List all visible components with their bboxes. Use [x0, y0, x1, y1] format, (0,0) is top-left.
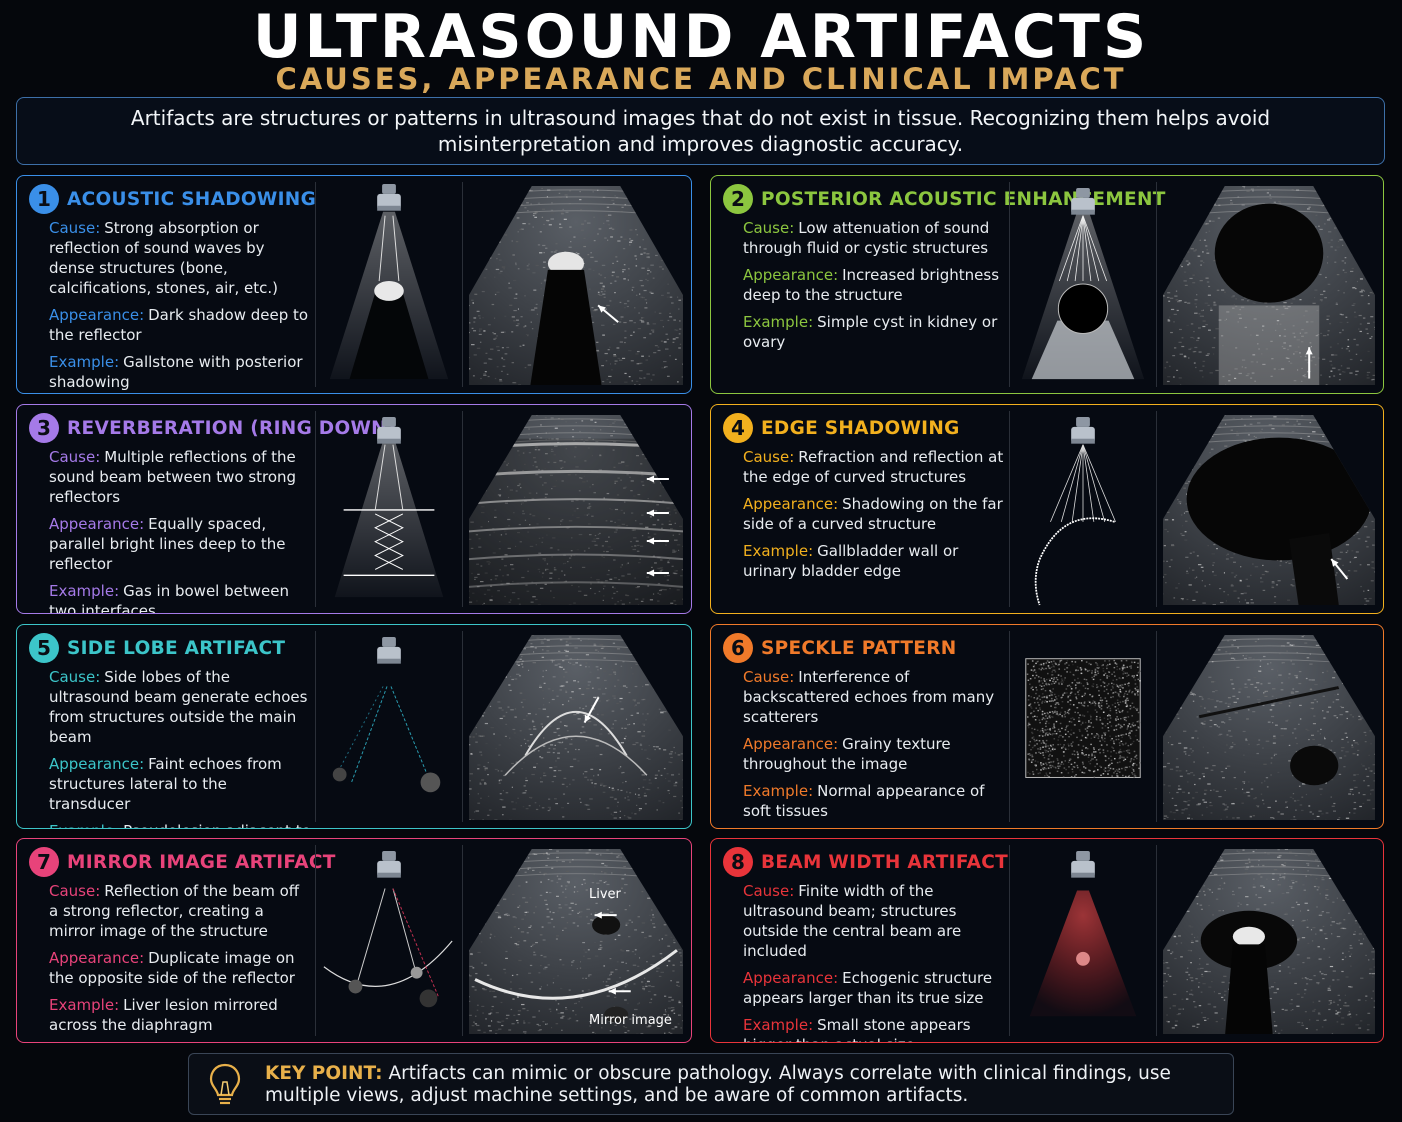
key-point-label: KEY POINT: [265, 1063, 383, 1084]
transducer-icon [377, 636, 401, 664]
beam-diagram [1009, 631, 1157, 822]
beam-diagram [315, 182, 463, 387]
cause-text: Cause:Refraction and reflection at the e… [743, 448, 1004, 486]
card-number-badge: 4 [723, 413, 753, 443]
ultrasound-scan-image [1159, 843, 1379, 1038]
arrow-icon [597, 304, 619, 323]
appearance-text: Appearance:Equally spaced, parallel brig… [49, 515, 286, 573]
page-subtitle: CAUSES, APPEARANCE AND CLINICAL IMPACT [275, 62, 1127, 96]
card-side-lobe: 5 SIDE LOBE ARTIFACT Cause:Side lobes of… [16, 624, 692, 829]
card-number-badge: 2 [723, 184, 753, 214]
card-title: BEAM WIDTH ARTIFACT [761, 851, 1009, 873]
card-title: SIDE LOBE ARTIFACT [67, 637, 286, 659]
beam-diagram [315, 631, 463, 822]
example-text: Example:Pseudolesion adjacent to the liv… [49, 821, 311, 828]
ultrasound-scan-image [1159, 409, 1379, 609]
ultrasound-scan-image [1159, 180, 1379, 389]
card-edge-shadowing: 4 EDGE SHADOWING Cause:Refraction and re… [710, 404, 1384, 614]
card-beam-width: 8 BEAM WIDTH ARTIFACT Cause:Finite width… [710, 838, 1384, 1043]
key-point-box: KEY POINT:Artifacts can mimic or obscure… [188, 1053, 1234, 1115]
arrow-icon [1305, 347, 1313, 379]
example-text: Example:Liver lesion mirrored across the… [49, 996, 278, 1034]
card-title: REVERBERATION (RING DOWN) [67, 417, 396, 439]
arrow-icon [646, 537, 669, 545]
transducer-icon [1071, 850, 1095, 878]
arrow-icon [1330, 558, 1349, 580]
card-speckle-pattern: 6 SPECKLE PATTERN Cause:Interference of … [710, 624, 1384, 829]
key-point-text: Artifacts can mimic or obscure pathology… [265, 1063, 1171, 1106]
arrow-icon [646, 509, 669, 517]
example-text: Example:Simple cyst in kidney or ovary [743, 313, 998, 351]
card-number-badge: 7 [29, 847, 59, 877]
appearance-text: Appearance:Echogenic structure appears l… [743, 969, 993, 1007]
arrow-icon [594, 911, 617, 919]
beam-diagram [315, 411, 463, 607]
appearance-text: Appearance:Increased brightness deep to … [743, 266, 1000, 304]
card-number-badge: 3 [29, 413, 59, 443]
cause-text: Cause:Multiple reflections of the sound … [49, 448, 297, 506]
cause-text: Cause:Side lobes of the ultrasound beam … [49, 668, 308, 746]
transducer-icon [377, 416, 401, 444]
card-title: ACOUSTIC SHADOWING [67, 188, 317, 210]
ultrasound-scan-image [1159, 629, 1379, 824]
beam-diagram [1009, 411, 1157, 607]
arrow-icon [646, 475, 669, 483]
appearance-text: Appearance:Dark shadow deep to the refle… [49, 306, 309, 344]
beam-diagram [1009, 182, 1157, 387]
beam-diagram [1009, 845, 1157, 1036]
appearance-text: Appearance:Grainy texture throughout the… [743, 735, 951, 773]
arrow-icon [608, 987, 631, 995]
card-number-badge: 8 [723, 847, 753, 877]
transducer-icon [377, 183, 401, 211]
card-title: EDGE SHADOWING [761, 417, 960, 439]
ultrasound-scan-image: Liver Mirror image [465, 843, 687, 1038]
card-number-badge: 5 [29, 633, 59, 663]
card-title: MIRROR IMAGE ARTIFACT [67, 851, 336, 873]
card-title: SPECKLE PATTERN [761, 637, 957, 659]
appearance-text: Appearance:Shadowing on the far side of … [743, 495, 1003, 533]
cause-text: Cause:Reflection of the beam off a stron… [49, 882, 300, 940]
appearance-text: Appearance:Faint echoes from structures … [49, 755, 282, 813]
card-number-badge: 6 [723, 633, 753, 663]
cause-text: Cause:Finite width of the ultrasound bea… [743, 882, 962, 960]
intro-box: Artifacts are structures or patterns in … [16, 97, 1385, 165]
card-title: POSTERIOR ACOUSTIC ENHANCEMENT [761, 188, 1166, 210]
example-text: Example:Normal appearance of soft tissue… [743, 782, 985, 820]
appearance-text: Appearance:Duplicate image on the opposi… [49, 949, 295, 987]
transducer-icon [1071, 416, 1095, 444]
scan-label-mirror: Mirror image [589, 1013, 672, 1028]
cause-text: Cause:Low attenuation of sound through f… [743, 219, 990, 257]
cause-text: Cause:Interference of backscattered echo… [743, 668, 995, 726]
example-text: Example:Gallbladder wall or urinary blad… [743, 542, 959, 580]
transducer-icon [377, 850, 401, 878]
card-number-badge: 1 [29, 184, 59, 214]
scan-label-liver: Liver [589, 887, 621, 902]
page-title: ULTRASOUND ARTIFACTS [252, 2, 1150, 72]
arrow-icon [583, 696, 600, 724]
example-text: Example:Gallstone with posterior shadowi… [49, 353, 303, 391]
ultrasound-scan-image [465, 409, 687, 609]
card-mirror-image: 7 MIRROR IMAGE ARTIFACT Cause:Reflection… [16, 838, 692, 1043]
arrow-icon [646, 569, 669, 577]
example-text: Example:Gas in bowel between two interfa… [49, 582, 289, 614]
lightbulb-icon [209, 1063, 241, 1105]
beam-diagram [315, 845, 463, 1036]
card-reverberation: 3 REVERBERATION (RING DOWN) Cause:Multip… [16, 404, 692, 614]
ultrasound-scan-image [465, 180, 687, 389]
cause-text: Cause:Strong absorption or reflection of… [49, 219, 278, 297]
ultrasound-scan-image [465, 629, 687, 824]
card-acoustic-shadowing: 1 ACOUSTIC SHADOWING Cause:Strong absorp… [16, 175, 692, 394]
transducer-icon [1071, 187, 1095, 215]
example-text: Example:Small stone appears bigger than … [743, 1016, 971, 1042]
card-posterior-enhancement: 2 POSTERIOR ACOUSTIC ENHANCEMENT Cause:L… [710, 175, 1384, 394]
